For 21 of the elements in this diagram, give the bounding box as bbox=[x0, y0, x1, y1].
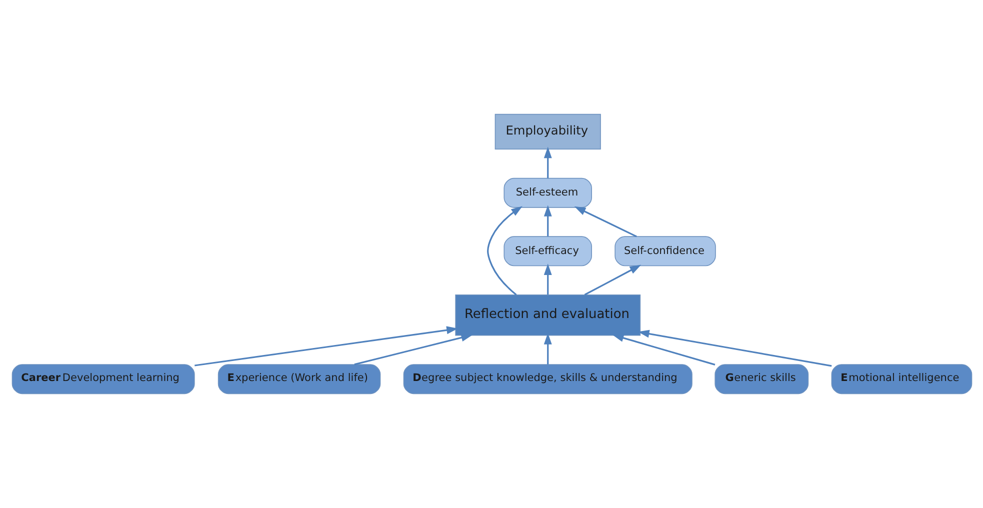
arrow bbox=[543, 205, 552, 236]
arrow bbox=[637, 330, 832, 367]
arrow bbox=[486, 206, 522, 296]
node-box: Self-efficacy bbox=[503, 236, 592, 266]
arrow bbox=[543, 264, 552, 295]
arrow bbox=[543, 332, 552, 364]
node-box: Career Development learning bbox=[11, 364, 194, 394]
arrow bbox=[543, 146, 552, 178]
arrow bbox=[194, 326, 458, 366]
node-box: Generic skills bbox=[714, 364, 808, 394]
node-box: Employability bbox=[494, 114, 600, 150]
node-box: Self-esteem bbox=[503, 178, 592, 208]
arrow bbox=[354, 334, 472, 366]
arrow bbox=[574, 206, 636, 238]
node-box: Reflection and evaluation bbox=[454, 294, 640, 336]
node-box: Degree subject knowledge, skills & understanding bbox=[402, 364, 692, 394]
node-box: Emotional intelligence bbox=[830, 364, 972, 394]
arrow bbox=[612, 334, 715, 366]
arrow bbox=[584, 264, 641, 296]
node-box: Self-confidence bbox=[614, 236, 716, 266]
node-box: Experience (Work and life) bbox=[217, 364, 380, 394]
